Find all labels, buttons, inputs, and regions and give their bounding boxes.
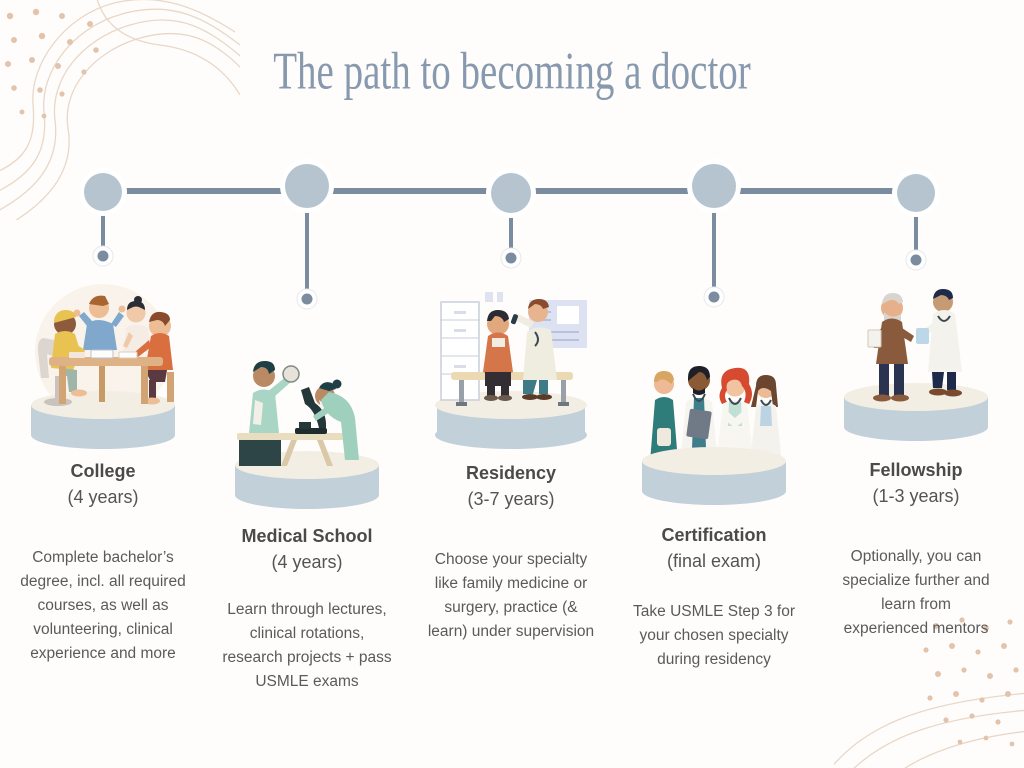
stage-duration: (3-7 years) (467, 489, 555, 509)
timeline-nodes (79, 159, 940, 218)
stage-duration: (4 years) (271, 552, 343, 572)
stage-description: Complete bachelor’s degree, incl. all re… (20, 549, 186, 662)
patient (483, 310, 513, 401)
certification-illustration (642, 366, 786, 505)
stage-name: Medical School (241, 526, 373, 546)
residency-illustration (435, 292, 587, 449)
table (49, 349, 163, 404)
stage-description: Choose your specialty like family medici… (427, 551, 595, 640)
college-illustration (31, 284, 175, 449)
senior-man (867, 293, 914, 402)
scientist-standing (249, 361, 300, 433)
stage-name: Fellowship (869, 460, 963, 480)
stage-duration: (4 years) (67, 487, 139, 507)
timeline-drop-lines (101, 206, 918, 292)
stage-name: College (70, 461, 136, 481)
stage-medical-school: Medical School (4 years) Learn through l… (207, 0, 407, 768)
lab-bench (237, 433, 345, 466)
timeline-end-dots (92, 245, 927, 310)
stage-fellowship: Fellowship (1-3 years) Optionally, you c… (816, 0, 1016, 768)
student-blue (73, 295, 126, 350)
scientist-at-microscope (313, 379, 359, 460)
doctor (510, 299, 557, 400)
stage-college: College (4 years) Complete bachelor’s de… (3, 0, 203, 768)
young-doctor (916, 289, 962, 397)
student-orange (135, 311, 174, 405)
stage-duration: (1-3 years) (872, 486, 960, 506)
medical-school-illustration (235, 361, 379, 509)
timeline (79, 159, 940, 310)
stage-name: Residency (465, 463, 557, 483)
doctor-male-white-coat (680, 366, 718, 464)
stage-duration: (final exam) (666, 551, 762, 571)
stage-description: Take USMLE Step 3 for your chosen specia… (633, 603, 795, 668)
stage-name: Certification (661, 525, 767, 545)
doctor-teal-scrubs (650, 371, 678, 462)
stage-description: Optionally, you can specialize further a… (842, 548, 990, 637)
doctor-brown-hair (750, 375, 782, 464)
stage-certification: Certification (final exam) Take USMLE St… (614, 0, 814, 768)
stage-description: Learn through lectures, clinical rotatio… (222, 601, 392, 690)
stage-residency: Residency (3-7 years) Choose your specia… (411, 0, 611, 768)
fellowship-illustration (844, 289, 988, 441)
page-title: The path to becoming a doctor (273, 41, 751, 100)
